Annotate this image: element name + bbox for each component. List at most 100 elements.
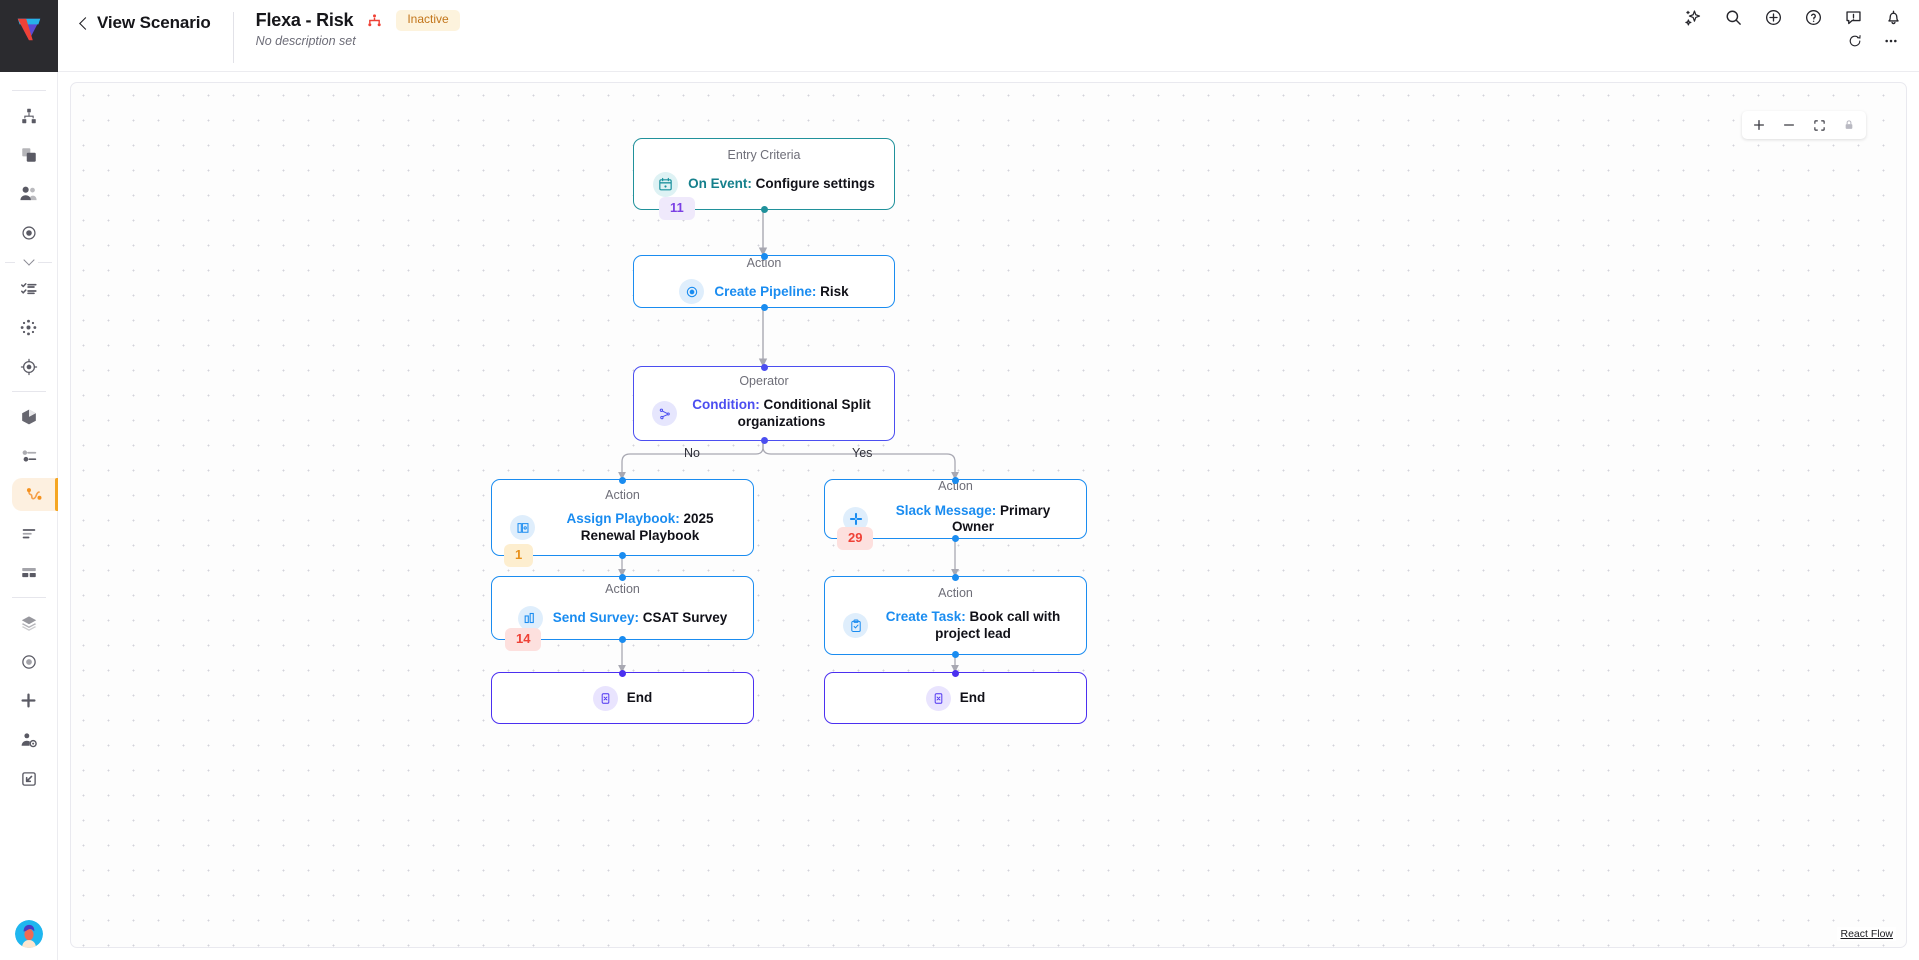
header-actions — [1684, 8, 1903, 49]
node-label: End — [959, 689, 986, 705]
flow-node-end-left[interactable]: End — [491, 669, 754, 724]
node-content: Assign Playbook: 2025 Renewal Playbook — [510, 511, 735, 544]
node-label: On Event: Configure settings — [688, 176, 875, 192]
node-handle-top[interactable] — [760, 363, 768, 371]
sidebar-divider-3 — [11, 597, 46, 598]
copy-squares-icon — [20, 146, 38, 164]
node-handle-bottom[interactable] — [760, 436, 768, 444]
zoom-in-button[interactable] — [1744, 112, 1774, 138]
flow-node-end-right[interactable]: End — [824, 669, 1087, 724]
back-to-scenario-button[interactable]: View Scenario — [58, 10, 233, 33]
flow-node-condition[interactable]: Operator Condition: Conditional Split or… — [633, 363, 895, 444]
sidebar-item-dashboards[interactable] — [9, 556, 49, 589]
node-lead: Slack Message: — [895, 502, 997, 518]
bell-icon[interactable] — [1884, 8, 1903, 27]
node-badge-assign-playbook: 1 — [504, 544, 534, 567]
node-content: Send Survey: CSAT Survey — [510, 605, 735, 631]
sidebar-item-goals[interactable] — [9, 350, 49, 383]
flow-node-create-task[interactable]: Action Create Task: Book call with proje… — [824, 573, 1087, 658]
node-value: Primary Owner — [951, 502, 1051, 535]
node-lead: Send Survey: — [552, 610, 639, 626]
node-label: Assign Playbook: 2025 Renewal Playbook — [545, 511, 735, 544]
header-actions-row-2 — [1847, 33, 1903, 49]
node-kind: Action — [746, 255, 782, 270]
title-row: Flexa - Risk Inactive — [256, 10, 460, 31]
flow-edges — [618, 211, 959, 673]
sidebar-item-add[interactable] — [9, 684, 49, 717]
node-lead: Create Pipeline: — [714, 283, 817, 299]
node-handle-top[interactable] — [619, 669, 626, 677]
left-sidebar — [0, 72, 58, 960]
node-value: Book call with project lead — [935, 609, 1061, 641]
end-x-icon — [592, 685, 618, 711]
search-icon[interactable] — [1724, 8, 1743, 27]
sidebar-item-hierarchy[interactable] — [9, 99, 49, 132]
sidebar-item-filters[interactable] — [9, 439, 49, 472]
node-lead: Create Task: — [885, 609, 966, 625]
node-label: Send Survey: CSAT Survey — [553, 610, 728, 626]
node-label: Create Task: Book call with project lead — [878, 609, 1068, 642]
user-avatar[interactable] — [14, 920, 43, 948]
body: Entry Criteria On Event: Configure set — [0, 72, 1919, 960]
node-handle-top[interactable] — [952, 476, 959, 484]
sidebar-item-accounts[interactable] — [9, 138, 49, 171]
refresh-icon[interactable] — [1847, 33, 1863, 49]
sidebar-item-notes[interactable] — [9, 517, 49, 550]
node-value: CSAT Survey — [639, 610, 728, 626]
node-handle-top[interactable] — [952, 669, 959, 677]
node-handle-top[interactable] — [952, 573, 959, 581]
node-lead: On Event: — [688, 176, 752, 192]
cube-icon — [20, 408, 38, 426]
sidebar-item-layers[interactable] — [9, 606, 49, 639]
top-bar-main: View Scenario Flexa - Risk Inactive — [58, 0, 1919, 72]
sidebar-item-admin[interactable] — [9, 723, 49, 756]
more-horizontal-icon[interactable] — [1883, 33, 1899, 49]
sidebar-item-expand[interactable] — [9, 762, 49, 795]
node-kind: Action — [605, 582, 640, 597]
node-handle-top[interactable] — [760, 252, 768, 260]
sliders-icon — [20, 447, 38, 465]
node-handle-bottom[interactable] — [952, 650, 959, 658]
user-gear-icon — [20, 731, 38, 749]
flow-canvas[interactable]: Entry Criteria On Event: Configure set — [70, 82, 1907, 948]
title-block: Flexa - Risk Inactive No description set — [234, 10, 460, 48]
lock-button[interactable] — [1834, 112, 1864, 138]
node-handle-bottom[interactable] — [760, 303, 768, 311]
node-handle-bottom[interactable] — [760, 205, 768, 213]
sidebar-item-products[interactable] — [9, 400, 49, 433]
playbook-book-icon — [510, 515, 535, 541]
status-badge: Inactive — [396, 10, 460, 31]
fit-view-button[interactable] — [1804, 112, 1834, 138]
canvas-area: Entry Criteria On Event: Configure set — [58, 72, 1919, 960]
node-kind: Action — [938, 479, 973, 494]
node-handle-bottom[interactable] — [619, 635, 626, 643]
help-circle-icon[interactable] — [1804, 8, 1823, 27]
top-bar: View Scenario Flexa - Risk Inactive — [0, 0, 1919, 72]
flow-node-create-pipeline[interactable]: Action Create Pipeline: Risk — [633, 252, 895, 311]
node-content: On Event: Configure settings — [652, 171, 876, 197]
share-nodes-icon[interactable] — [367, 13, 382, 28]
sidebar-divider-2 — [11, 391, 46, 392]
zoom-out-button[interactable] — [1774, 112, 1804, 138]
sidebar-item-segments[interactable] — [9, 645, 49, 678]
plus-circle-icon[interactable] — [1764, 8, 1783, 27]
node-lead: Condition: — [692, 397, 760, 413]
sidebar-item-users[interactable] — [9, 177, 49, 210]
react-flow-attribution[interactable]: React Flow — [1837, 927, 1896, 941]
layers-icon — [20, 614, 38, 632]
expand-arrow-icon — [20, 770, 38, 788]
ai-sparkle-icon[interactable] — [1684, 8, 1703, 27]
node-handle-bottom[interactable] — [619, 551, 626, 559]
sidebar-collapse-toggle[interactable] — [0, 254, 57, 266]
sidebar-item-target[interactable] — [9, 216, 49, 249]
node-handle-top[interactable] — [619, 573, 626, 581]
node-handle-bottom[interactable] — [952, 534, 959, 542]
sidebar-item-tasks[interactable] — [9, 272, 49, 305]
node-handle-top[interactable] — [619, 476, 626, 484]
node-content: Create Pipeline: Risk — [652, 279, 876, 305]
announcement-icon[interactable] — [1844, 8, 1863, 27]
vitally-logo-icon[interactable] — [14, 14, 44, 44]
zoom-controls — [1742, 111, 1866, 139]
sidebar-item-playbooks[interactable] — [11, 478, 58, 511]
sidebar-item-network[interactable] — [9, 311, 49, 344]
